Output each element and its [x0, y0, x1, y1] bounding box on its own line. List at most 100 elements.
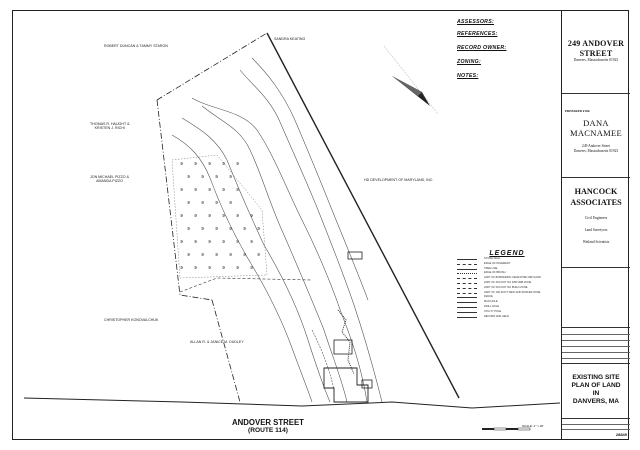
wetland-hatch-mark: ✲	[236, 239, 240, 244]
legend-item-label: LIMIT OF BORDERING VEGETATED WETLAND	[484, 276, 541, 280]
building-small	[347, 251, 363, 260]
meta-rule	[562, 424, 630, 425]
project-name-line1: 249 ANDOVER	[567, 39, 625, 48]
wetland-hatch-mark: ✲	[187, 200, 191, 205]
revision-rule	[562, 340, 630, 341]
wetland-hatch-mark: ✲	[222, 265, 226, 270]
legend-symbol	[457, 273, 477, 275]
notes-heading: NOTES:	[457, 73, 479, 79]
wetland-hatch-mark: ✲	[208, 213, 212, 218]
legend-symbol	[457, 268, 477, 270]
drawing-title-line4: DANVERS, MA	[572, 398, 620, 405]
abutter-development-name: HD DEVELOPMENT OF MARYLAND, INC.	[364, 178, 434, 182]
north-arrow	[383, 45, 439, 115]
revision-rule	[562, 358, 630, 359]
street-route: (ROUTE 114)	[248, 427, 288, 434]
wetland-hatch-mark: ✲	[250, 265, 254, 270]
firm-service-survey: Land Surveyors	[584, 228, 608, 232]
legend-item: LIMIT OF 50-FOOT NO BUILD ZONE	[457, 286, 557, 291]
legend-item-label: EDGE OF PAVEMENT	[484, 261, 511, 265]
legend-item: EDGE OF BRUSH	[457, 271, 557, 276]
property-line-west	[156, 99, 213, 301]
sheet-meta-block: 28849	[562, 419, 630, 439]
wetland-hatch-mark: ✲	[201, 174, 205, 179]
legend-symbol	[457, 316, 477, 318]
project-name: 249 ANDOVER STREET	[562, 39, 630, 59]
wetland-hatch-mark: ✲	[215, 174, 219, 179]
firm-name-line2: ASSOCIATES	[570, 198, 622, 207]
wetland-hatch-mark: ✲	[194, 239, 198, 244]
contour-lines	[171, 57, 383, 403]
wetland-hatch-mark: ✲	[236, 161, 240, 166]
firm-block: HANCOCK ASSOCIATES Civil Engineers Land …	[562, 178, 630, 268]
wetland-hatch-mark: ✲	[187, 252, 191, 257]
client-name: DANA MACNAMEE	[562, 118, 630, 138]
drawing-title-block: EXISTING SITE PLAN OF LAND IN DANVERS, M…	[562, 364, 630, 419]
revision-block	[562, 328, 630, 364]
record-owner-heading: RECORD OWNER:	[457, 45, 507, 51]
wetland-hatch-mark: ✲	[180, 161, 184, 166]
wetland-hatch-mark: ✲	[257, 226, 261, 231]
legend-item-label: RECORD AND HELD	[484, 314, 509, 318]
legend-symbol	[457, 282, 477, 284]
wetland-hatch-mark: ✲	[194, 187, 198, 192]
legend-symbol	[457, 306, 477, 308]
wetland-hatch-mark: ✲	[250, 213, 254, 218]
firm-address-block	[562, 268, 630, 328]
zoning-heading: ZONING:	[457, 59, 481, 65]
sheet-number: 28849	[615, 432, 627, 437]
wetland-hatch-mark: ✲	[236, 187, 240, 192]
legend-item: LIMIT OF 100-FOOT WETLAND BUFFER ZONE	[457, 291, 557, 296]
abutter-haught-line2: KRISTEN J. RICHI	[94, 126, 125, 131]
legend-item-label: EDGE OF BRUSH	[484, 271, 506, 275]
wetland-hatch-mark: ✲	[194, 265, 198, 270]
wetland-hatch-mark: ✲	[208, 187, 212, 192]
project-name-block: 249 ANDOVER STREET Danvers, Massachusett…	[562, 10, 630, 94]
title-block: 249 ANDOVER STREET Danvers, Massachusett…	[561, 10, 630, 440]
plan-linework: ✲✲✲✲✲✲✲✲✲✲✲✲✲✲✲✲✲✲✲✲✲✲✲✲✲✲✲✲✲✲✲✲✲✲✲✲✲✲✲✲…	[23, 32, 561, 431]
legend-item-label: LIMIT OF 50-FOOT NO BUILD ZONE	[484, 285, 528, 289]
abutter-konovalchuk: CHRISTOPHER KONOVALCHUK	[104, 318, 158, 322]
abutter-pizzo-line2: AMANDA PIZZO	[96, 179, 123, 184]
wetland-hatch	[171, 154, 268, 279]
legend-item-label: FENCE	[484, 295, 493, 299]
garage-footprint	[333, 339, 353, 355]
firm-service-civil: Civil Engineers	[584, 216, 608, 220]
legend-symbol	[457, 302, 477, 304]
legend-symbol	[457, 311, 477, 313]
scale-bar	[482, 427, 531, 431]
client-address-line1: 249 Andover Street	[582, 144, 610, 148]
legend-item-label: LIMIT OF 100-FOOT WETLAND BUFFER ZONE	[484, 290, 541, 294]
wetland-hatch-mark: ✲	[215, 200, 219, 205]
legend-item-label: UTILITY POLE	[484, 309, 502, 313]
drawing-title: EXISTING SITE PLAN OF LAND IN DANVERS, M…	[562, 374, 630, 406]
wetland-hatch-mark: ✲	[229, 200, 233, 205]
shed-footprint	[361, 379, 373, 389]
wetland-hatch-mark: ✲	[208, 161, 212, 166]
legend-item: MAN HOLE	[457, 300, 557, 305]
sheet-border	[12, 10, 629, 440]
wetland-hatch-mark: ✲	[250, 239, 254, 244]
prepared-for-block: PREPARED FOR DANA MACNAMEE 249 Andover S…	[562, 94, 630, 178]
wetland-hatch-mark: ✲	[222, 161, 226, 166]
abutter-haught: THOMAS R. HAUGHT & KRISTEN J. RICHI	[90, 122, 129, 131]
street-label: ANDOVER STREET (ROUTE 114)	[208, 418, 328, 435]
wetland-hatch-mark: ✲	[222, 213, 226, 218]
wetland-hatch-mark: ✲	[243, 226, 247, 231]
wetland-hatch-mark: ✲	[229, 174, 233, 179]
property-line-north	[156, 32, 268, 101]
wetland-hatch-mark: ✲	[243, 252, 247, 257]
wetland-hatch-mark: ✲	[194, 213, 198, 218]
house-footprint	[323, 367, 369, 403]
wetland-hatch-mark: ✲	[236, 265, 240, 270]
wetland-hatch-marks: ✲✲✲✲✲✲✲✲✲✲✲✲✲✲✲✲✲✲✲✲✲✲✲✲✲✲✲✲✲✲✲✲✲✲✲✲✲✲✲✲…	[180, 161, 261, 270]
meta-rule	[562, 429, 630, 430]
wetland-hatch-mark: ✲	[194, 161, 198, 166]
wetland-hatch-mark: ✲	[222, 239, 226, 244]
property-line-east	[266, 32, 460, 399]
firm-service-wetland: Wetland Scientists	[582, 240, 610, 244]
legend-title: LEGEND	[489, 250, 525, 257]
wetland-hatch-mark: ✲	[222, 187, 226, 192]
